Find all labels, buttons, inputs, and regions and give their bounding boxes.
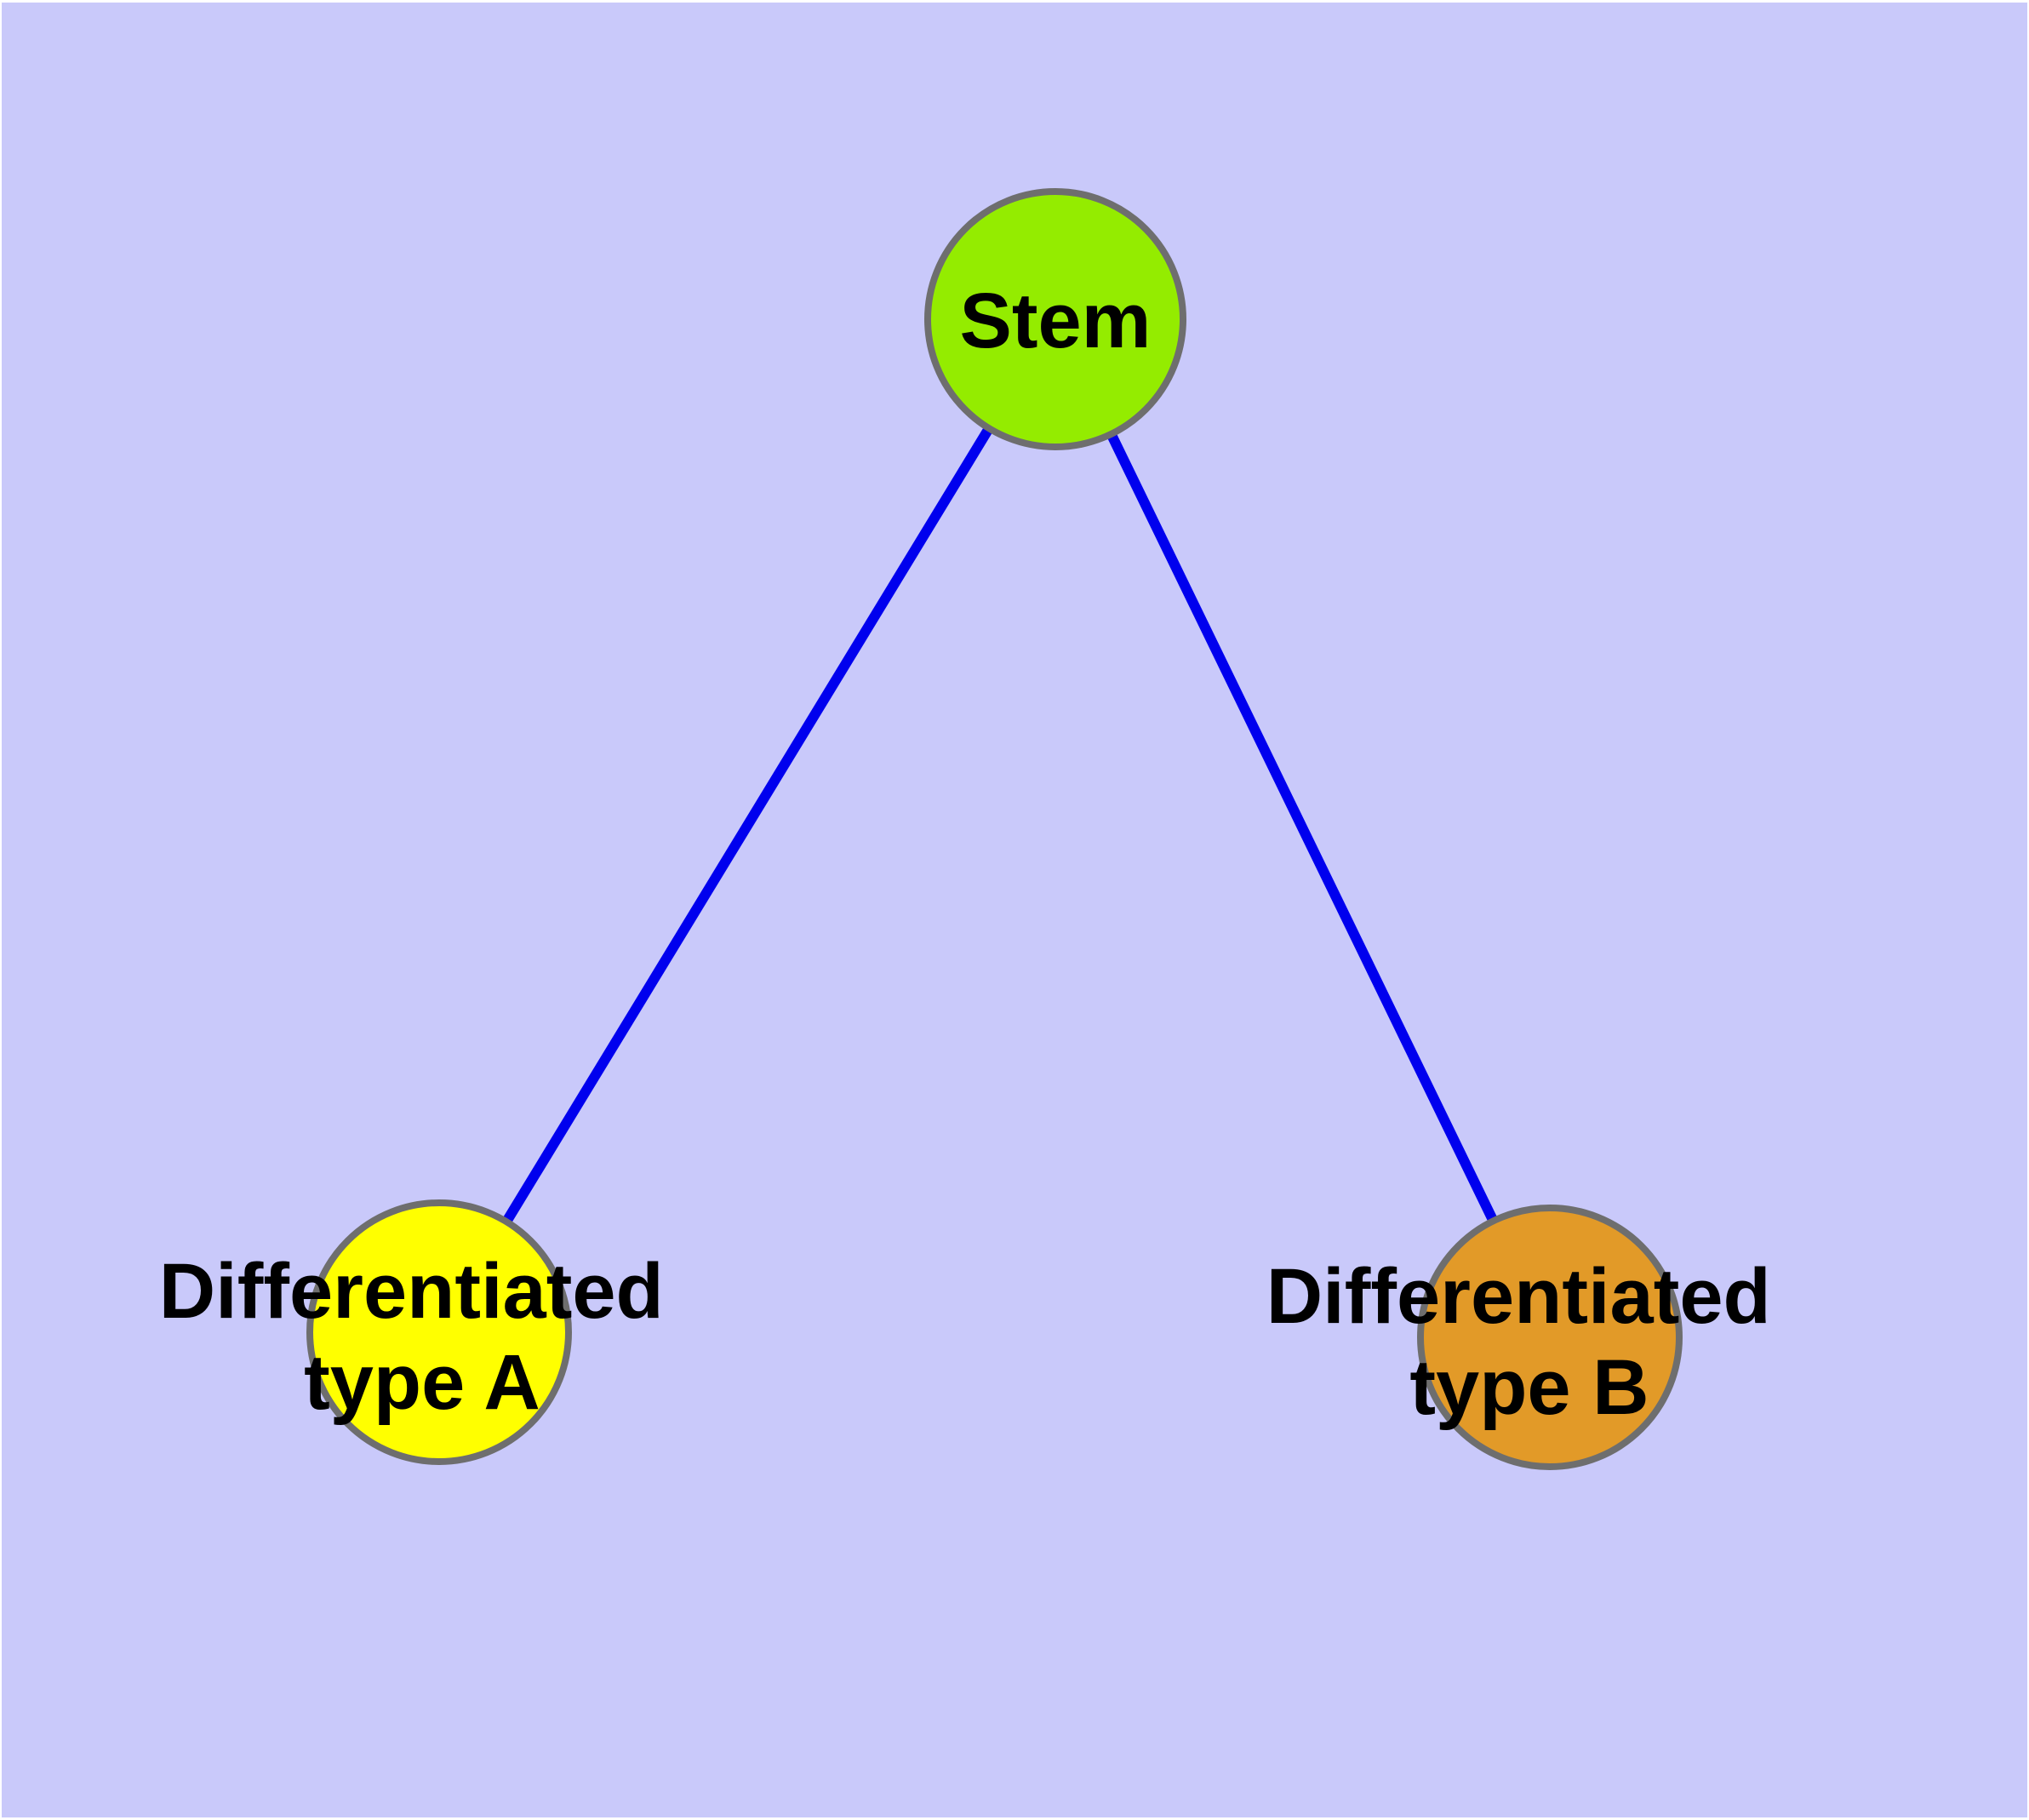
node-type-a-label-line1: Differentiated (159, 1248, 664, 1335)
node-type-a-label-line2: type A (304, 1339, 540, 1426)
node-type-b-label: Differentiated type B (1266, 1253, 1793, 1431)
node-type-b-label-line1: Differentiated (1266, 1253, 1771, 1340)
edge-stem-to-type-a (434, 316, 1060, 1336)
edge-stem-to-type-b (1050, 317, 1555, 1340)
node-type-b-label-line2: type B (1409, 1344, 1649, 1431)
node-type-a-circle (306, 1199, 572, 1465)
node-type-a-label: Differentiated type A (159, 1248, 686, 1426)
node-stem-label: Stem (960, 278, 1152, 364)
node-stem-circle (924, 188, 1186, 450)
node-type-b-circle (1417, 1205, 1683, 1470)
